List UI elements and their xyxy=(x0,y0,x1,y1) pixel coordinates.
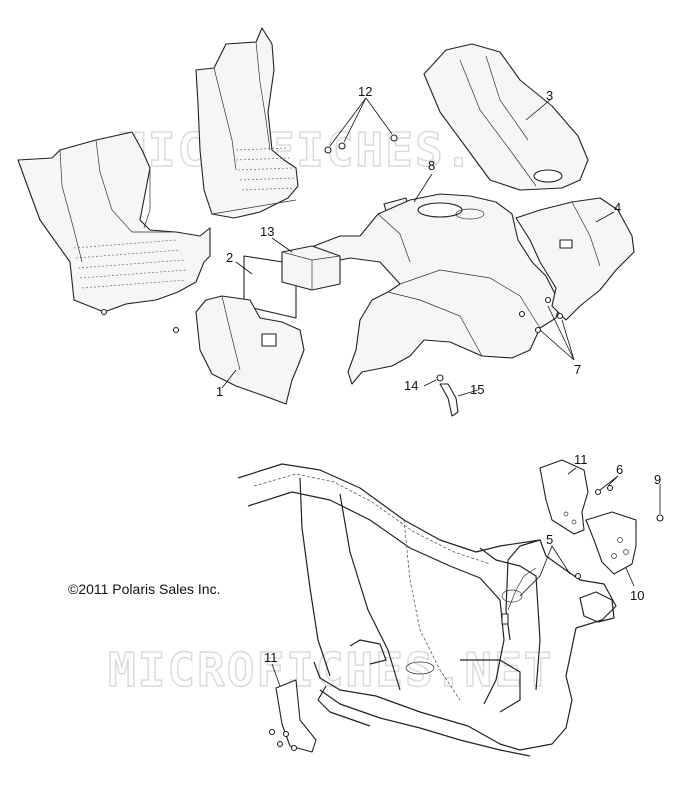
callout-3: 3 xyxy=(546,88,553,103)
part-3-cover xyxy=(423,43,589,191)
callout-15: 15 xyxy=(470,382,484,397)
clamp-icon xyxy=(436,374,444,382)
screw-icon xyxy=(276,740,284,748)
screw-icon xyxy=(594,488,602,496)
callout-11-lower: 11 xyxy=(264,650,278,665)
part-11-splash-upper xyxy=(539,459,589,535)
screw-icon xyxy=(338,142,346,150)
callout-11-upper: 11 xyxy=(574,452,588,467)
leader-lines xyxy=(221,97,661,687)
rivet-icon xyxy=(556,312,564,320)
copyright-text: ©2011 Polaris Sales Inc. xyxy=(68,581,220,597)
rivet-icon xyxy=(534,326,542,334)
part-10-bracket xyxy=(585,511,637,575)
part-5-clips xyxy=(501,567,582,625)
part-1-side-panel xyxy=(195,295,305,405)
screw-icon xyxy=(390,134,398,142)
part-15-hose xyxy=(436,374,459,417)
callout-12: 12 xyxy=(358,84,372,99)
rivet-icon xyxy=(544,296,552,304)
callout-14: 14 xyxy=(404,378,418,393)
fastener-set-7 xyxy=(518,296,564,334)
watermark-bottom: MICROFICHES.NET xyxy=(108,643,553,697)
nut-9 xyxy=(656,514,664,522)
callout-13: 13 xyxy=(260,224,274,239)
right-footwell xyxy=(195,27,299,219)
atv-frame xyxy=(237,463,617,757)
screw-icon xyxy=(172,326,180,334)
callout-10: 10 xyxy=(630,588,644,603)
screw-set-6 xyxy=(594,484,614,496)
screw-icon xyxy=(268,728,276,736)
part-4-fender xyxy=(515,197,635,321)
clip-icon xyxy=(574,572,582,580)
callout-8: 8 xyxy=(428,158,435,173)
callout-7: 7 xyxy=(574,362,581,377)
callout-2: 2 xyxy=(226,250,233,265)
callout-4: 4 xyxy=(614,200,621,215)
screw-icon xyxy=(290,744,298,752)
left-footwell-left xyxy=(17,131,211,334)
part-13-foam xyxy=(281,245,341,291)
screw-icon xyxy=(282,730,290,738)
front-fender-body xyxy=(313,193,561,385)
rivet-icon xyxy=(518,310,526,318)
screw-icon xyxy=(324,146,332,154)
screw-set-12 xyxy=(324,134,398,154)
callout-5: 5 xyxy=(546,532,553,547)
callout-6: 6 xyxy=(616,462,623,477)
part-11-splash-lower xyxy=(268,679,317,753)
screw-icon xyxy=(100,308,108,316)
callout-1: 1 xyxy=(216,384,223,399)
nut-icon xyxy=(656,514,664,522)
screw-icon xyxy=(606,484,614,492)
callout-9: 9 xyxy=(654,472,661,487)
